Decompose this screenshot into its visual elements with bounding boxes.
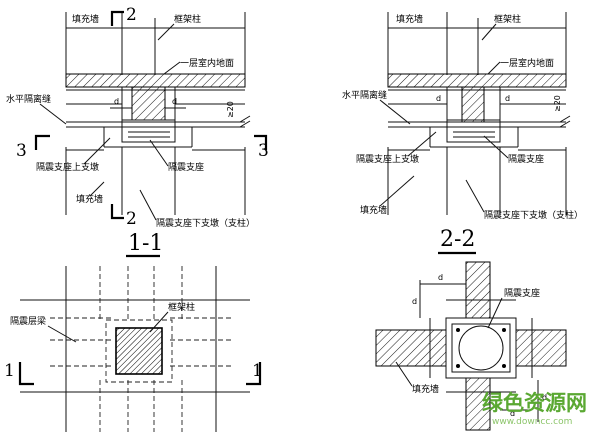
label-frame-column-top-2: 框架柱 — [494, 13, 521, 25]
dim-20-2: ≥20 — [553, 95, 562, 112]
dim-d-right-2: d — [505, 94, 510, 103]
dim-d-left-2: d — [436, 94, 441, 103]
label-bearing: 隔震支座 — [168, 161, 204, 173]
label-horizontal-joint: 水平隔离缝 — [6, 93, 51, 105]
watermark-name: 绿色资源网 — [482, 391, 587, 415]
label-ground-floor-2: 一层室内地面 — [500, 57, 554, 69]
dim-20: ≥20 — [226, 101, 235, 118]
watermark-url: www.downcc.com — [492, 417, 572, 427]
dim-d-right-plan: d — [542, 393, 547, 402]
section-mark-2-top: 2 — [126, 5, 137, 25]
title-section-1-1: 1-1 — [128, 231, 163, 256]
watermark: 绿色资源网 www.downcc.com — [482, 391, 587, 427]
label-bearing-2: 隔震支座 — [508, 153, 544, 165]
section-mark-3-right: 3 — [258, 141, 269, 161]
plan-bottom-right: d d d d 隔震支座 填充墙 — [375, 261, 567, 431]
plan-bottom-left: 1 1 隔震层梁 框架柱 — [4, 266, 263, 432]
section-mark-2-bottom: 2 — [126, 209, 137, 229]
label-upper-pier: 隔震支座上支墩 — [36, 161, 99, 173]
label-frame-column-top: 框架柱 — [174, 13, 201, 25]
section-2-2: d d ≥20 填充墙 框架柱 一层室内地面 水平隔离缝 隔震支座上支墩 隔震支… — [342, 12, 583, 255]
section-mark-1-left: 1 — [4, 361, 15, 381]
dim-d-right: d — [172, 97, 177, 106]
label-isolation-beam: 隔震层梁 — [10, 315, 46, 327]
section-mark-3-left: 3 — [16, 141, 27, 161]
dim-d-side: d — [412, 297, 417, 306]
label-lower-pier: 隔震支座下支墩（支柱） — [156, 217, 255, 229]
label-infill-wall-plan: 填充墙 — [412, 383, 439, 395]
label-infill-wall-top: 填充墙 — [72, 13, 99, 25]
label-lower-pier-2: 隔震支座下支墩（支柱） — [484, 209, 583, 221]
dim-d-bottom: d — [510, 409, 515, 418]
label-upper-pier-2: 隔震支座上支墩 — [356, 153, 419, 165]
section-1-1: d d ≥20 2 2 3 3 填充墙 框架柱 一层室内地面 水平隔离缝 隔震支… — [6, 5, 269, 258]
label-frame-column-plan: 框架柱 — [168, 301, 195, 313]
label-bearing-plan: 隔震支座 — [504, 287, 540, 299]
label-infill-wall-bottom-2: 填充墙 — [360, 204, 387, 216]
label-infill-wall-top-2: 填充墙 — [396, 13, 423, 25]
dim-d-left: d — [114, 97, 119, 106]
label-ground-floor: 一层室内地面 — [180, 57, 234, 69]
label-infill-wall-bottom: 填充墙 — [76, 193, 103, 205]
section-mark-1-right: 1 — [252, 361, 263, 381]
label-horizontal-joint-2: 水平隔离缝 — [342, 89, 387, 101]
dim-d-top: d — [438, 273, 443, 282]
title-section-2-2: 2-2 — [440, 227, 475, 252]
